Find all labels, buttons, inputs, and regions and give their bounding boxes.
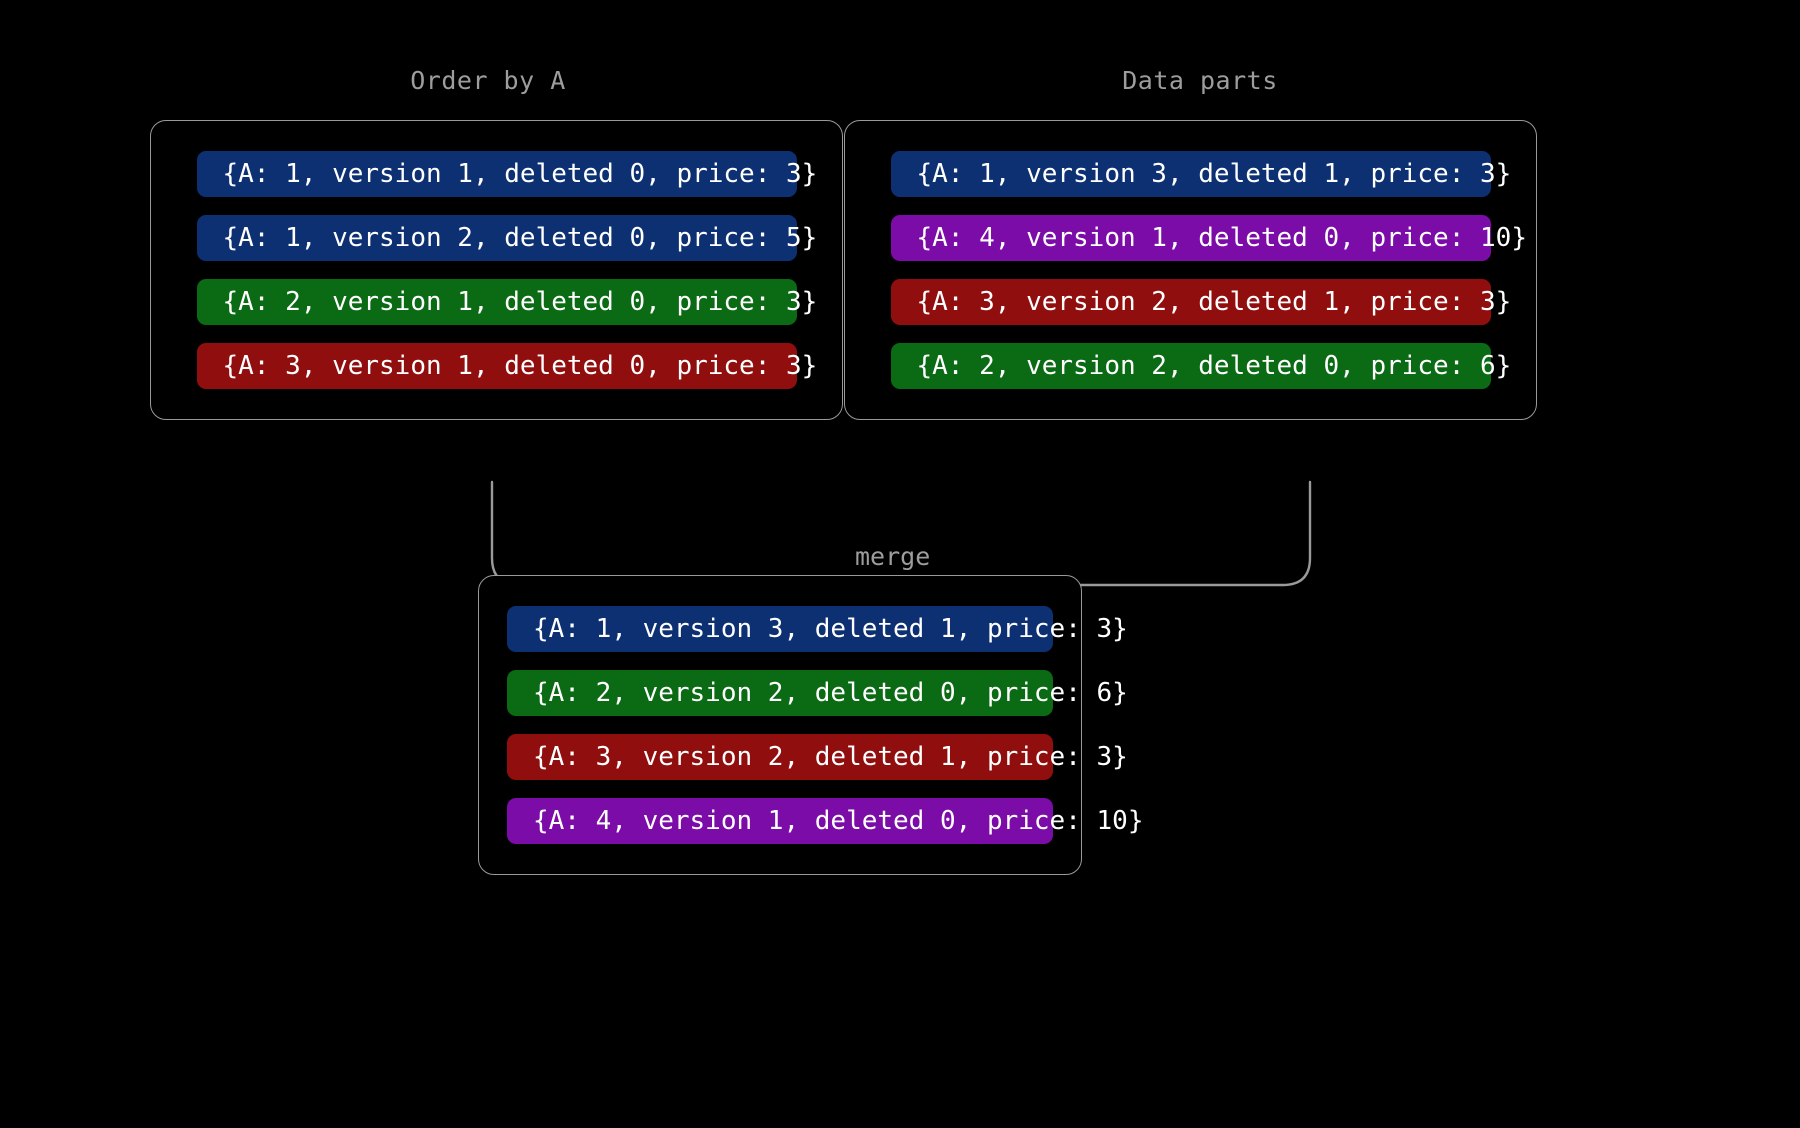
row-merged-3[interactable]: {A: 4, version 1, deleted 0, price: 10} (507, 798, 1143, 844)
row-parts-3-label: {A: 2, version 2, deleted 0, price: 6} (916, 351, 1512, 381)
group-title-data-parts: Data parts (1122, 66, 1278, 95)
row-merged-1[interactable]: {A: 2, version 2, deleted 0, price: 6} (507, 670, 1128, 716)
row-order-3[interactable]: {A: 3, version 1, deleted 0, price: 3} (196, 343, 817, 389)
row-parts-1-label: {A: 4, version 1, deleted 0, price: 10} (916, 223, 1527, 253)
row-order-2[interactable]: {A: 2, version 1, deleted 0, price: 3} (196, 279, 817, 325)
panel-order-by-a: {A: 1, version 1, deleted 0, price: 3} {… (150, 120, 843, 420)
group-title-order-by-a: Order by A (410, 66, 566, 95)
merge-label: merge (855, 542, 931, 571)
panel-data-parts: {A: 1, version 3, deleted 1, price: 3} {… (844, 120, 1537, 420)
row-parts-2-label: {A: 3, version 2, deleted 1, price: 3} (916, 287, 1512, 317)
row-order-0[interactable]: {A: 1, version 1, deleted 0, price: 3} (196, 151, 817, 197)
row-parts-0-label: {A: 1, version 3, deleted 1, price: 3} (916, 159, 1512, 189)
row-parts-2[interactable]: {A: 3, version 2, deleted 1, price: 3} (890, 279, 1511, 325)
panel-merged-result: {A: 1, version 3, deleted 1, price: 3} {… (478, 575, 1143, 875)
row-order-0-label: {A: 1, version 1, deleted 0, price: 3} (222, 159, 818, 189)
row-merged-1-label: {A: 2, version 2, deleted 0, price: 6} (533, 678, 1128, 708)
row-order-1[interactable]: {A: 1, version 2, deleted 0, price: 5} (196, 215, 817, 261)
row-merged-2-label: {A: 3, version 2, deleted 1, price: 3} (533, 742, 1128, 772)
row-merged-3-label: {A: 4, version 1, deleted 0, price: 10} (533, 806, 1144, 836)
row-order-3-label: {A: 3, version 1, deleted 0, price: 3} (222, 351, 818, 381)
row-merged-0[interactable]: {A: 1, version 3, deleted 1, price: 3} (507, 606, 1128, 652)
row-parts-1[interactable]: {A: 4, version 1, deleted 0, price: 10} (890, 215, 1527, 261)
row-order-1-label: {A: 1, version 2, deleted 0, price: 5} (222, 223, 818, 253)
row-merged-0-label: {A: 1, version 3, deleted 1, price: 3} (533, 614, 1128, 644)
row-merged-2[interactable]: {A: 3, version 2, deleted 1, price: 3} (507, 734, 1128, 780)
row-parts-0[interactable]: {A: 1, version 3, deleted 1, price: 3} (890, 151, 1511, 197)
row-parts-3[interactable]: {A: 2, version 2, deleted 0, price: 6} (890, 343, 1511, 389)
row-order-2-label: {A: 2, version 1, deleted 0, price: 3} (222, 287, 818, 317)
